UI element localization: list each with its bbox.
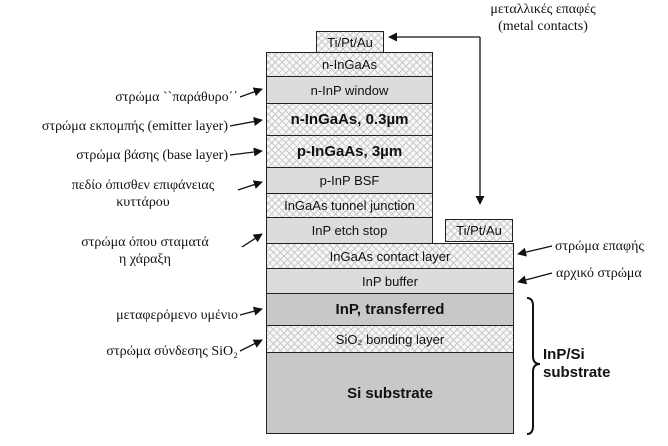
window-label: στρώμα ``παράθυρο΄΄ (115, 90, 238, 105)
layer-bonding: SiO₂ bonding layer (266, 325, 514, 353)
top-metal-contact: Ti/Pt/Au (316, 31, 384, 53)
substrate-brace (526, 297, 541, 435)
emitter-arrow (229, 117, 263, 127)
buffer-label: αρχικό στρώμα (556, 266, 642, 281)
bonding-label: στρώμα σύνδεσης SiO₂ (106, 344, 238, 359)
transferred-label: μεταφερόμενο υμένιο (116, 308, 238, 323)
substrate-brace-line1: InP/Si (543, 346, 585, 363)
etch-stop-label-line1: στρώμα όπου σταματά (81, 235, 209, 250)
layer-bsf: p-InP BSF (266, 167, 433, 194)
layer-label: InP etch stop (311, 223, 388, 238)
side-metal-contact: Ti/Pt/Au (445, 219, 513, 242)
etch-stop-label: στρώμα όπου σταματά η χάραξη (50, 234, 240, 268)
bsf-arrow (237, 180, 263, 191)
layer-label: p-InGaAs, 3µm (296, 143, 403, 160)
layer-buffer: InP buffer (266, 268, 514, 294)
base-label: στρώμα βάσης (base layer) (76, 148, 228, 163)
etch-stop-label-line2: η χάραξη (119, 252, 171, 267)
layer-label: InP buffer (362, 273, 418, 289)
layer-label: p-InP BSF (319, 173, 380, 188)
bsf-label-line1: πεδίο όπισθεν επιφάνειας (71, 178, 215, 193)
contact-layer-arrow (517, 245, 553, 257)
metal-contacts-greek: μεταλλικές επαφές (490, 2, 596, 17)
substrate-brace-line2: substrate (543, 364, 611, 381)
layer-label: n-InP window (310, 82, 389, 98)
layer-etch-stop: InP etch stop (266, 217, 433, 244)
layer-label: Si substrate (347, 384, 433, 402)
side-metal-contact-label: Ti/Pt/Au (456, 223, 502, 238)
window-arrow (239, 87, 263, 98)
layer-label: SiO₂ bonding layer (335, 331, 445, 347)
metal-contacts-label: μεταλλικές επαφές (metal contacts) (468, 1, 618, 35)
layer-transferred: InP, transferred (266, 293, 514, 326)
layer-substrate: Si substrate (266, 352, 514, 434)
buffer-arrow (517, 272, 553, 285)
layer-label: InP, transferred (335, 301, 445, 318)
bsf-label: πεδίο όπισθεν επιφάνειας κυττάρου (50, 177, 236, 211)
emitter-label: στρώμα εκπομπής (emitter layer) (41, 119, 228, 134)
layer-label: n-InGaAs (322, 57, 377, 72)
bsf-label-line2: κυττάρου (116, 195, 170, 210)
contact-layer-label: στρώμα επαφής (555, 239, 644, 254)
transferred-arrow (239, 306, 263, 316)
layer-label: n-InGaAs, 0.3µm (290, 111, 409, 128)
layer-base: p-InGaAs, 3µm (266, 135, 433, 168)
top-metal-contact-label: Ti/Pt/Au (327, 34, 373, 50)
metal-contacts-english: (metal contacts) (498, 19, 588, 34)
base-arrow (229, 147, 263, 157)
layer-label: InGaAs tunnel junction (284, 198, 415, 213)
layer-n-ingaas: n-InGaAs (266, 52, 433, 77)
layer-label: InGaAs contact layer (329, 248, 451, 264)
layer-emitter: n-InGaAs, 0.3µm (266, 103, 433, 136)
etch-stop-arrow (241, 233, 263, 248)
substrate-brace-label: InP/Si substrate (543, 346, 611, 382)
bonding-arrow (239, 339, 263, 352)
